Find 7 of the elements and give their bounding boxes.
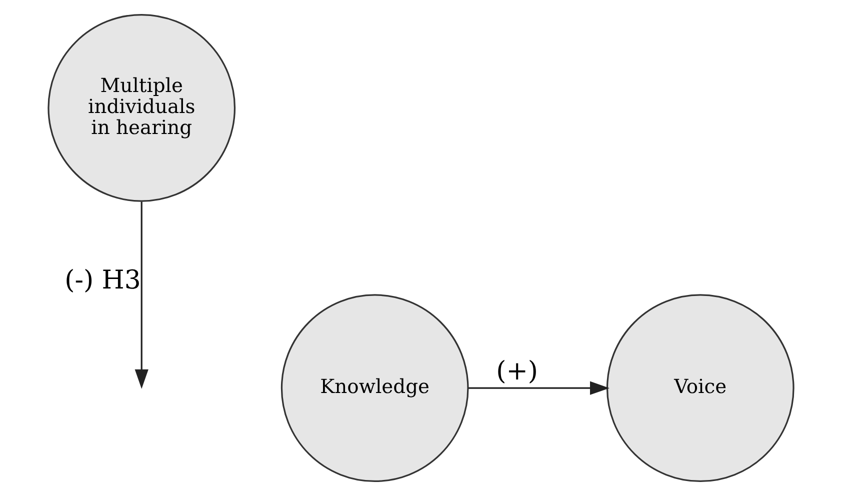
node-circle: Knowledge	[280, 294, 468, 482]
edge-label: (+)	[496, 356, 538, 387]
node-circle: Voice	[606, 294, 794, 482]
arrow	[134, 202, 148, 389]
arrow	[468, 381, 609, 395]
edge-label: (-) H3	[64, 265, 140, 296]
node-circle: Multiple individuals in hearing	[47, 14, 236, 202]
